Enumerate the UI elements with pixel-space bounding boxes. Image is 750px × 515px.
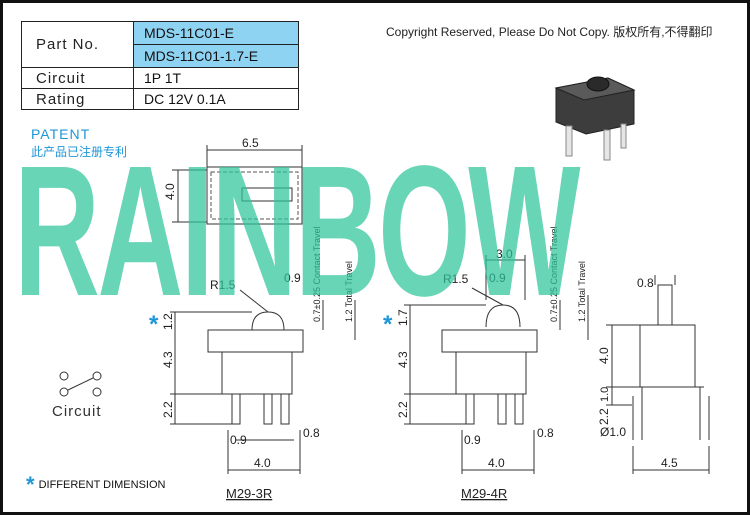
dim-side-body-height: 4.0 [597, 347, 611, 364]
part-no-value-2: MDS-11C01-1.7-E [133, 44, 299, 68]
dim-4r-span: 4.0 [488, 456, 505, 470]
model-3r-label: M29-3R [226, 486, 272, 501]
dim-3r-pin-width: 0.8 [303, 426, 320, 440]
patent-label-cn: 此产品已注册专利 [31, 145, 128, 159]
different-dimension-marker-4r: * [383, 311, 393, 338]
dim-side-pin-diameter: Ø1.0 [600, 425, 626, 439]
dim-top-width: 6.5 [242, 136, 259, 150]
dim-4r-pin-length: 2.2 [396, 401, 410, 418]
dim-4r-pin-width: 0.8 [537, 426, 554, 440]
view-m29-4r [404, 255, 589, 474]
rating-label: Rating [21, 88, 134, 110]
dim-4r-tip: 0.9 [489, 271, 506, 285]
different-dimension-legend: * DIFFERENT DIMENSION [26, 472, 166, 497]
dim-3r-body-height: 4.3 [161, 351, 175, 368]
dim-side-actuator: 0.8 [637, 276, 654, 290]
dim-4r-radius: R1.5 [443, 272, 469, 286]
copyright-notice: Copyright Reserved, Please Do Not Copy. … [386, 25, 713, 39]
patent-block: PATENT 此产品已注册专利 [31, 126, 127, 160]
circuit-caption: Circuit [52, 403, 102, 420]
product-photo [554, 76, 636, 161]
dim-3r-total-travel: 1.2 Total Travel [344, 261, 354, 322]
dim-side-span: 4.5 [661, 456, 678, 470]
legend-text: DIFFERENT DIMENSION [38, 479, 166, 491]
rating-value: DC 12V 0.1A [133, 88, 299, 110]
dim-side-foot: 1.0 [599, 387, 611, 402]
circuit-symbol [59, 371, 102, 397]
dim-3r-contact-travel: 0.7±0.25 Contact Travel [312, 227, 322, 323]
dim-3r-span: 4.0 [254, 456, 271, 470]
view-m29-3r [170, 289, 356, 474]
rainbow-watermark: RAINBOW [14, 128, 581, 335]
dim-4r-top-width: 3.0 [496, 247, 513, 261]
dim-side-pin-length: 2.2 [597, 408, 611, 425]
asterisk-icon: * [26, 472, 35, 497]
top-view [172, 145, 303, 225]
dim-top-height: 4.0 [163, 183, 177, 200]
spec-table: Part No. MDS-11C01-E MDS-11C01-1.7-E Cir… [21, 21, 299, 110]
dim-3r-pin-pitch: 0.9 [230, 433, 247, 447]
model-4r-label: M29-4R [461, 486, 507, 501]
dim-4r-body-height: 4.3 [396, 351, 410, 368]
dim-3r-pin-length: 2.2 [161, 401, 175, 418]
patent-label: PATENT [31, 126, 91, 142]
different-dimension-marker-3r: * [149, 311, 159, 338]
dim-3r-tip: 0.9 [284, 271, 301, 285]
dim-3r-radius: R1.5 [210, 278, 236, 292]
dim-4r-total-travel: 1.2 Total Travel [577, 261, 587, 322]
side-view [606, 275, 710, 474]
dim-4r-pin-pitch: 0.9 [464, 433, 481, 447]
dim-4r-height-top: 1.7 [396, 309, 410, 326]
dim-4r-contact-travel: 0.7±0.25 Contact Travel [549, 227, 559, 323]
dim-3r-height-top: 1.2 [161, 313, 175, 330]
